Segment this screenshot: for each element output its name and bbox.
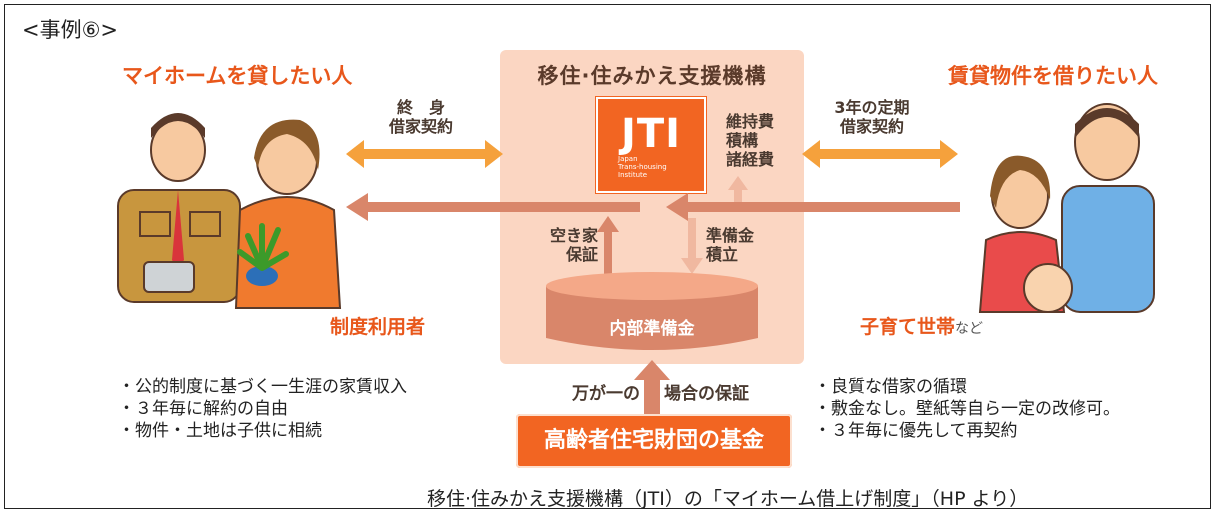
left-user-label: 制度利用者 xyxy=(330,316,426,338)
emergency-label-right: 場合の保証 xyxy=(664,384,749,404)
rent-flow-arrow-left xyxy=(346,193,640,221)
emergency-label-left: 万が一の xyxy=(572,384,640,404)
case-label: <事例⑥> xyxy=(22,18,119,42)
diagram-frame xyxy=(4,4,1211,509)
reserve-fund-label: 内部準備金 xyxy=(609,319,695,339)
list-item: 良質な借家の循環 xyxy=(814,376,1120,398)
reserve-fund-cylinder xyxy=(546,272,758,350)
right-user-label: 子育て世帯など xyxy=(860,316,984,338)
vacancy-guarantee-arrow xyxy=(597,216,619,276)
costs-label: 維持費積構諸経費 xyxy=(726,112,775,169)
list-item: 公的制度に基づく一生涯の家賃収入 xyxy=(118,376,407,398)
contract-arrow-right xyxy=(802,140,958,168)
figure-caption: 移住·住みかえ支援機構（JTI）の「マイホーム借上げ制度」（HP より） xyxy=(427,488,1029,510)
organization-title: 移住·住みかえ支援機構 xyxy=(537,64,767,88)
list-item: 物件・土地は子供に相続 xyxy=(118,420,407,442)
vacancy-guarantee-label: 空き家保証 xyxy=(549,226,598,264)
jti-logo-mark: JTI xyxy=(620,111,682,157)
list-item: ３年毎に優先して再契約 xyxy=(814,420,1120,442)
right-contract-label: 3年の定期借家契約 xyxy=(834,98,910,136)
tenant-family-illustration xyxy=(978,103,1155,313)
list-item: 敷金なし。壁紙等自ら一定の改修可。 xyxy=(814,398,1120,420)
housing-foundation-fund: 高齢者住宅財団の基金 xyxy=(516,414,792,468)
costs-arrow xyxy=(728,176,748,202)
right-party-heading: 賃貸物件を借りたい人 xyxy=(948,64,1158,88)
homeowner-couple-illustration xyxy=(117,113,342,309)
reserve-accumulation-label: 準備金積立 xyxy=(706,226,755,264)
right-benefits-list: 良質な借家の循環 敷金なし。壁紙等自ら一定の改修可。 ３年毎に優先して再契約 xyxy=(814,376,1120,442)
rent-flow-arrow-right xyxy=(666,193,960,221)
emergency-guarantee-arrow xyxy=(634,360,670,414)
contract-arrow-left xyxy=(346,140,503,168)
left-benefits-list: 公的制度に基づく一生涯の家賃収入 ３年毎に解約の自由 物件・土地は子供に相続 xyxy=(118,376,407,442)
list-item: ３年毎に解約の自由 xyxy=(118,398,407,420)
jti-logo: JTI Japan Trans-housing Institute xyxy=(596,97,706,193)
left-party-heading: マイホームを貸したい人 xyxy=(122,64,353,88)
jti-logo-subtext: Japan Trans-housing Institute xyxy=(618,155,667,179)
reserve-accumulation-arrow xyxy=(681,218,703,274)
left-contract-label: 終 身借家契約 xyxy=(388,98,453,136)
